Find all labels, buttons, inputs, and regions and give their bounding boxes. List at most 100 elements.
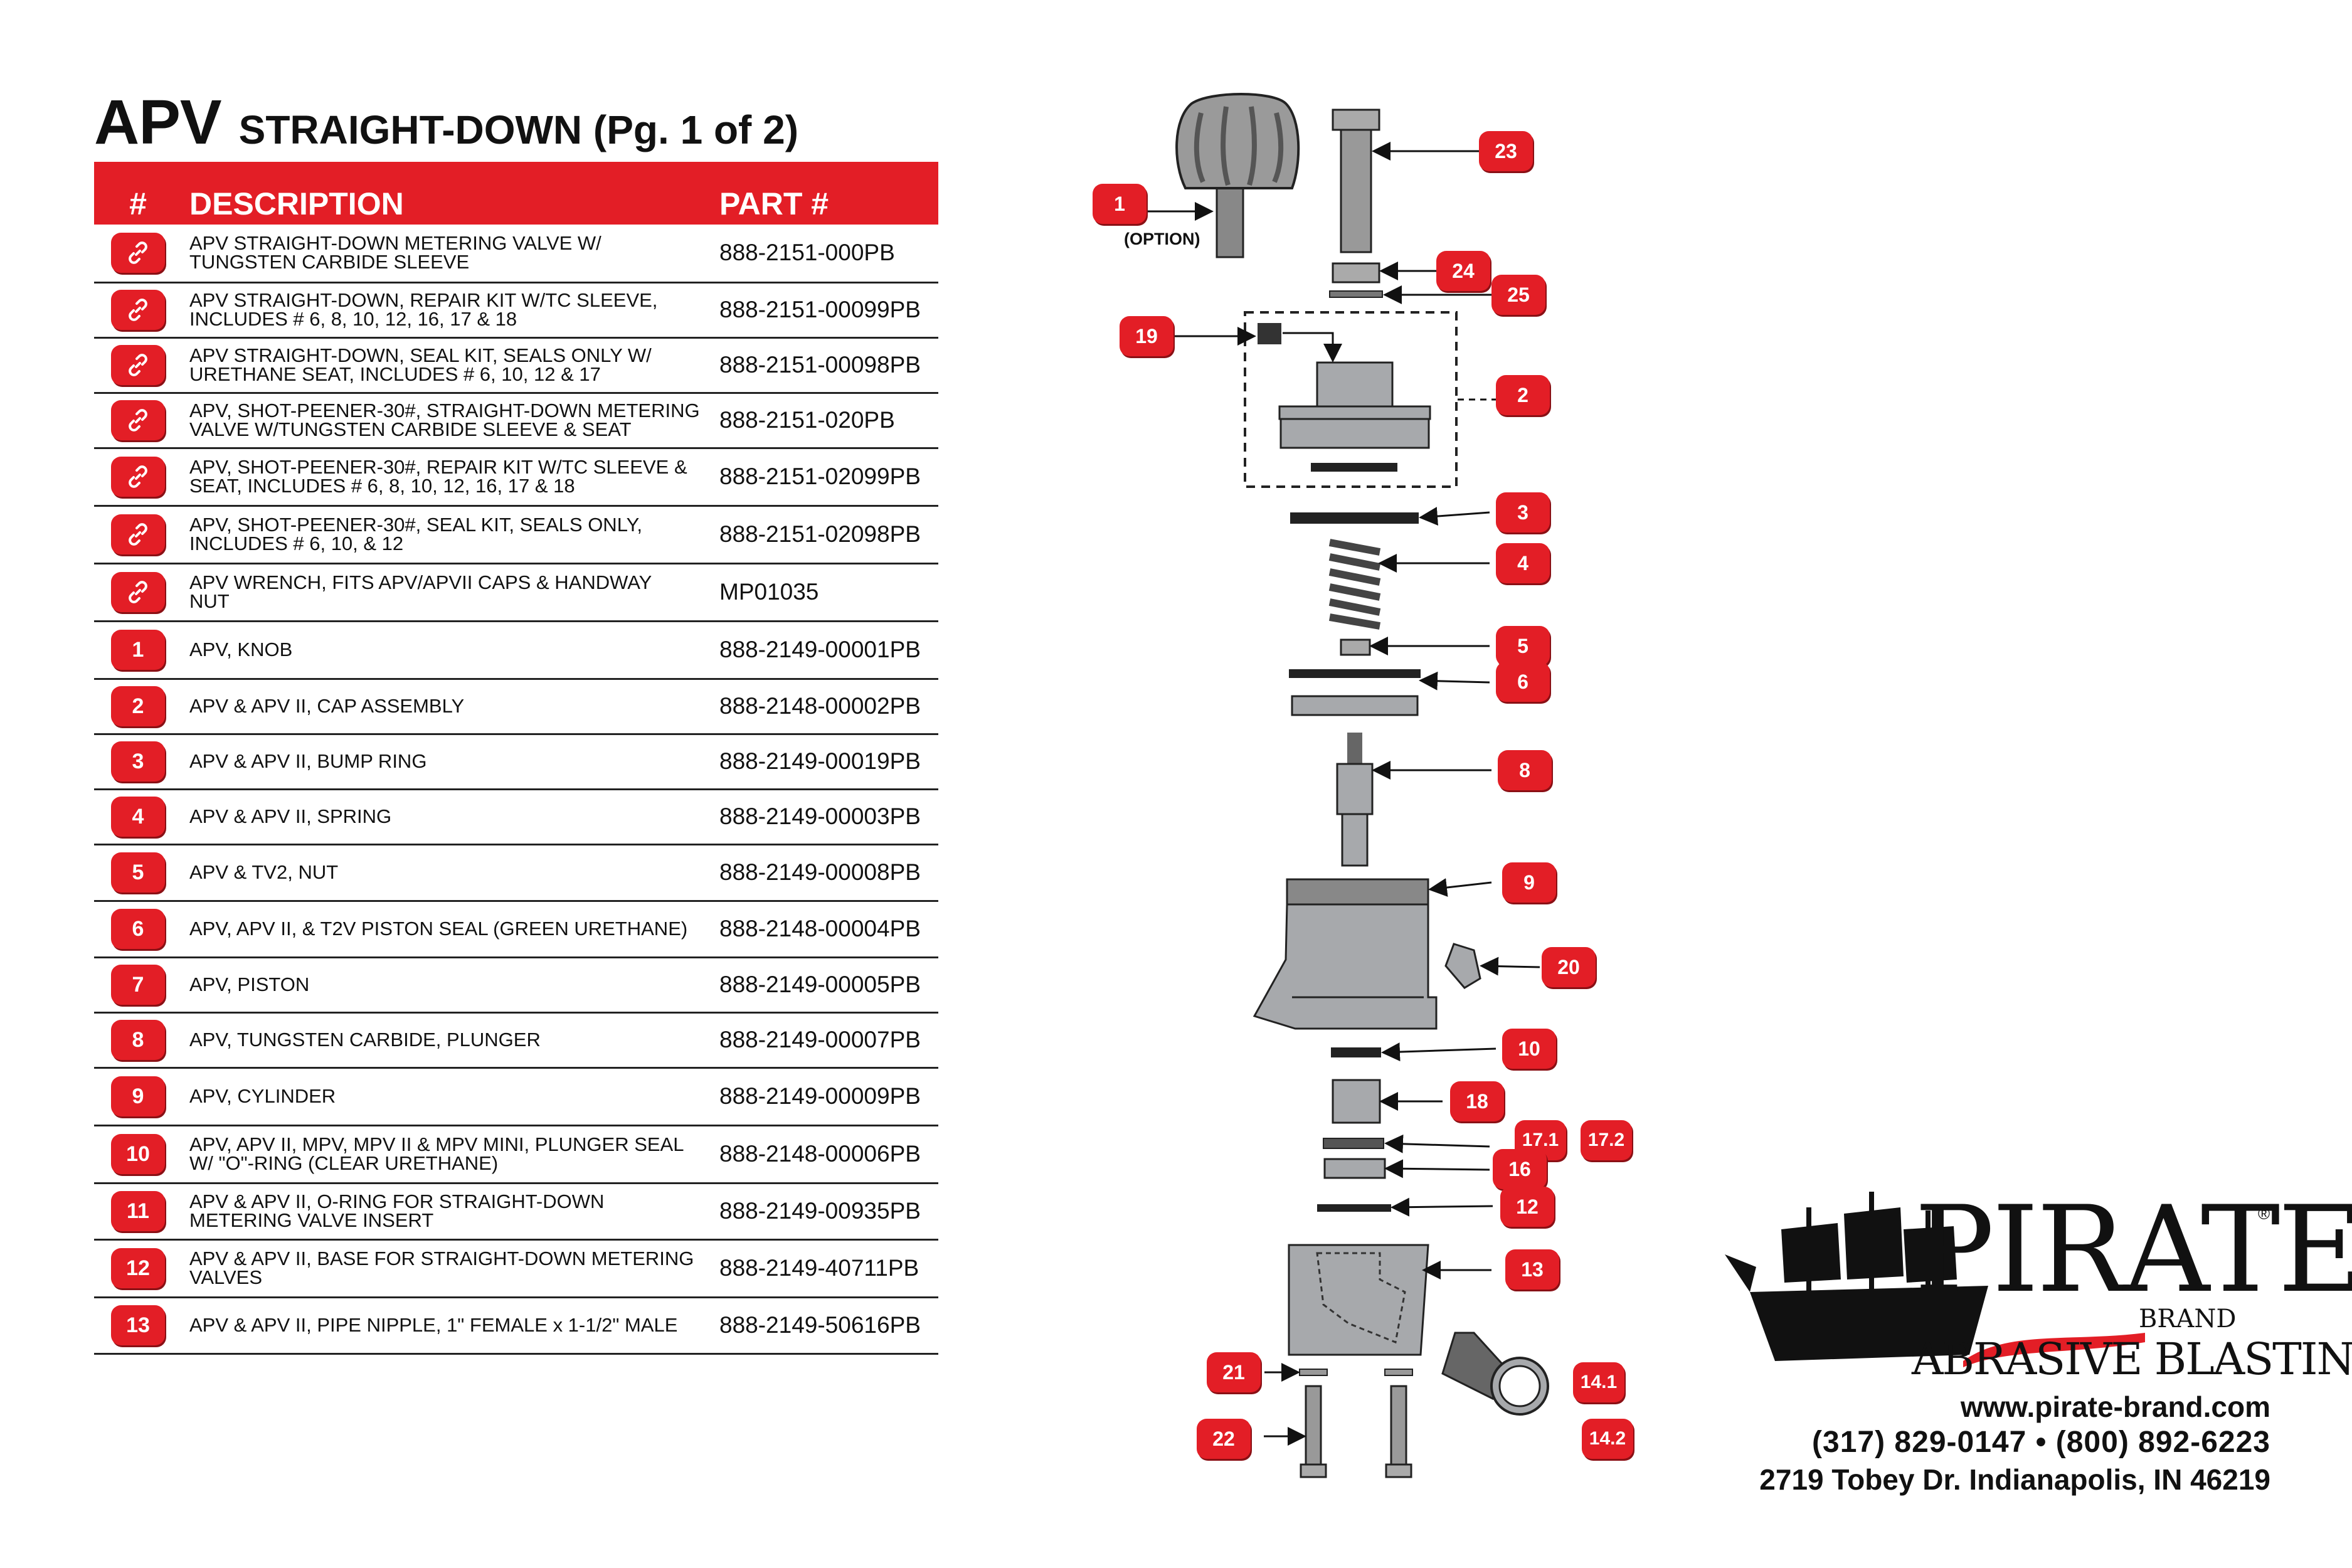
row-badge-cell: 5 [94,844,182,902]
address: 2719 Tobey Dr. Indianapolis, IN 46219 [1759,1463,2270,1496]
base-part [1288,1244,1429,1356]
table-row[interactable]: 11 APV & APV II, O-RING FOR STRAIGHT-DOWN… [94,1183,938,1241]
washer-part [1384,1369,1413,1376]
row-description: APV, APV II, MPV, MPV II & MPV MINI, PLU… [182,1125,719,1184]
row-part-number: 888-2149-00935PB [719,1183,938,1241]
callout-badge: 21 [1207,1352,1261,1392]
description-line: METERING VALVE INSERT [189,1209,434,1231]
row-badge-cell: 9 [94,1067,182,1126]
callout-badge: 14.1 [1573,1362,1624,1402]
washer-part [1299,1369,1328,1376]
description-line: APV, CYLINDER [189,1085,336,1107]
item-number-badge: 2 [111,686,165,726]
website-link[interactable]: www.pirate-brand.com [1960,1391,2270,1423]
row-badge-cell [94,563,182,622]
description-line: APV & APV II, SPRING [189,805,392,827]
knob-part [1175,93,1300,258]
nut-part [1340,638,1371,656]
row-badge-cell: 4 [94,789,182,845]
row-badge-cell: 12 [94,1239,182,1298]
table-row[interactable]: APV WRENCH, FITS APV/APVII CAPS & HANDWA… [94,563,938,622]
row-badge-cell: 3 [94,734,182,790]
row-part-number: 888-2149-50616PB [719,1297,938,1355]
description-line: APV WRENCH, FITS APV/APVII CAPS & HANDWA… [189,571,652,593]
link-icon[interactable] [111,514,165,554]
link-icon[interactable] [111,290,165,330]
table-row[interactable]: 10 APV, APV II, MPV, MPV II & MPV MINI, P… [94,1125,938,1184]
table-row[interactable]: APV, SHOT-PEENER-30#, SEAL KIT, SEALS ON… [94,506,938,564]
item-number-badge: 8 [111,1020,165,1060]
description-line: VALVE W/TUNGSTEN CARBIDE SLEEVE & SEAT [189,418,632,440]
callout-badge: 24 [1436,251,1490,291]
item-number-badge: 9 [111,1076,165,1116]
row-badge-cell: 11 [94,1183,182,1241]
description-line: APV & APV II, PIPE NIPPLE, 1" FEMALE x 1… [189,1314,678,1336]
logo-pirate: PIRATE [1914,1180,2352,1319]
row-badge-cell: 7 [94,957,182,1014]
table-row[interactable]: APV STRAIGHT-DOWN, SEAL KIT, SEALS ONLY … [94,337,938,394]
row-part-number: 888-2149-00019PB [719,734,938,790]
item-number-badge: 7 [111,965,165,1005]
description-line: APV, SHOT-PEENER-30#, REPAIR KIT W/TC SL… [189,456,687,478]
row-description: APV STRAIGHT-DOWN METERING VALVE W/TUNGS… [182,225,719,283]
callout-badge: 17.1 [1515,1120,1566,1160]
table-row[interactable]: 9 APV, CYLINDER 888-2149-00009PB [94,1067,938,1126]
table-row[interactable]: APV STRAIGHT-DOWN METERING VALVE W/TUNGS… [94,225,938,283]
link-icon[interactable] [111,345,165,385]
callout-badge: 19 [1120,316,1173,356]
row-description: APV STRAIGHT-DOWN, SEAL KIT, SEALS ONLY … [182,337,719,394]
description-line: APV, SHOT-PEENER-30#, STRAIGHT-DOWN METE… [189,400,700,421]
table-row[interactable]: 12 APV & APV II, BASE FOR STRAIGHT-DOWN M… [94,1239,938,1298]
row-badge-cell [94,337,182,394]
table-row[interactable]: APV, SHOT-PEENER-30#, REPAIR KIT W/TC SL… [94,448,938,507]
row-part-number: 888-2149-00009PB [719,1067,938,1126]
row-part-number: MP01035 [719,563,938,622]
description-line: APV & APV II, BASE FOR STRAIGHT-DOWN MET… [189,1248,694,1269]
description-line: APV, KNOB [189,638,293,660]
description-line: APV & TV2, NUT [189,861,339,883]
row-badge-cell: 10 [94,1125,182,1184]
item-number-badge: 11 [111,1191,165,1231]
callout-badge: 23 [1479,131,1533,171]
pirate-ship-logo [1725,1192,2145,1367]
row-part-number: 888-2149-00007PB [719,1012,938,1069]
phone-numbers: (317) 829-0147 • (800) 892-6223 [1812,1426,2270,1459]
row-description: APV STRAIGHT-DOWN, REPAIR KIT W/TC SLEEV… [182,282,719,339]
link-icon[interactable] [111,400,165,440]
link-icon[interactable] [111,233,165,273]
link-icon[interactable] [111,457,165,497]
description-line: APV & APV II, CAP ASSEMBLY [189,695,465,717]
link-icon[interactable] [111,572,165,612]
row-description: APV & APV II, PIPE NIPPLE, 1" FEMALE x 1… [182,1297,719,1355]
table-row[interactable]: APV STRAIGHT-DOWN, REPAIR KIT W/TC SLEEV… [94,282,938,339]
item-number-badge: 10 [111,1134,165,1174]
description-line: NUT [189,590,230,612]
table-row[interactable]: APV, SHOT-PEENER-30#, STRAIGHT-DOWN METE… [94,393,938,449]
elbow-fitting-part [1444,943,1481,989]
row-part-number: 888-2151-020PB [719,393,938,449]
row-badge-cell: 8 [94,1012,182,1069]
description-line: URETHANE SEAT, INCLUDES # 6, 10, 12 & 17 [189,363,601,385]
logo-abrasive-blasting: ABRASIVE BLASTING [1912,1333,2352,1385]
cylinder-part [1253,878,1438,1030]
row-badge-cell: 1 [94,621,182,680]
cap-assembly-part [1244,311,1458,488]
description-line: W/ "O"-RING (CLEAR URETHANE) [189,1152,499,1174]
row-description: APV, PISTON [182,957,719,1014]
row-description: APV & APV II, BUMP RING [182,734,719,790]
row-badge-cell [94,393,182,449]
spring-part [1328,539,1381,630]
item-number-badge: 5 [111,852,165,893]
row-part-number: 888-2148-00004PB [719,901,938,958]
